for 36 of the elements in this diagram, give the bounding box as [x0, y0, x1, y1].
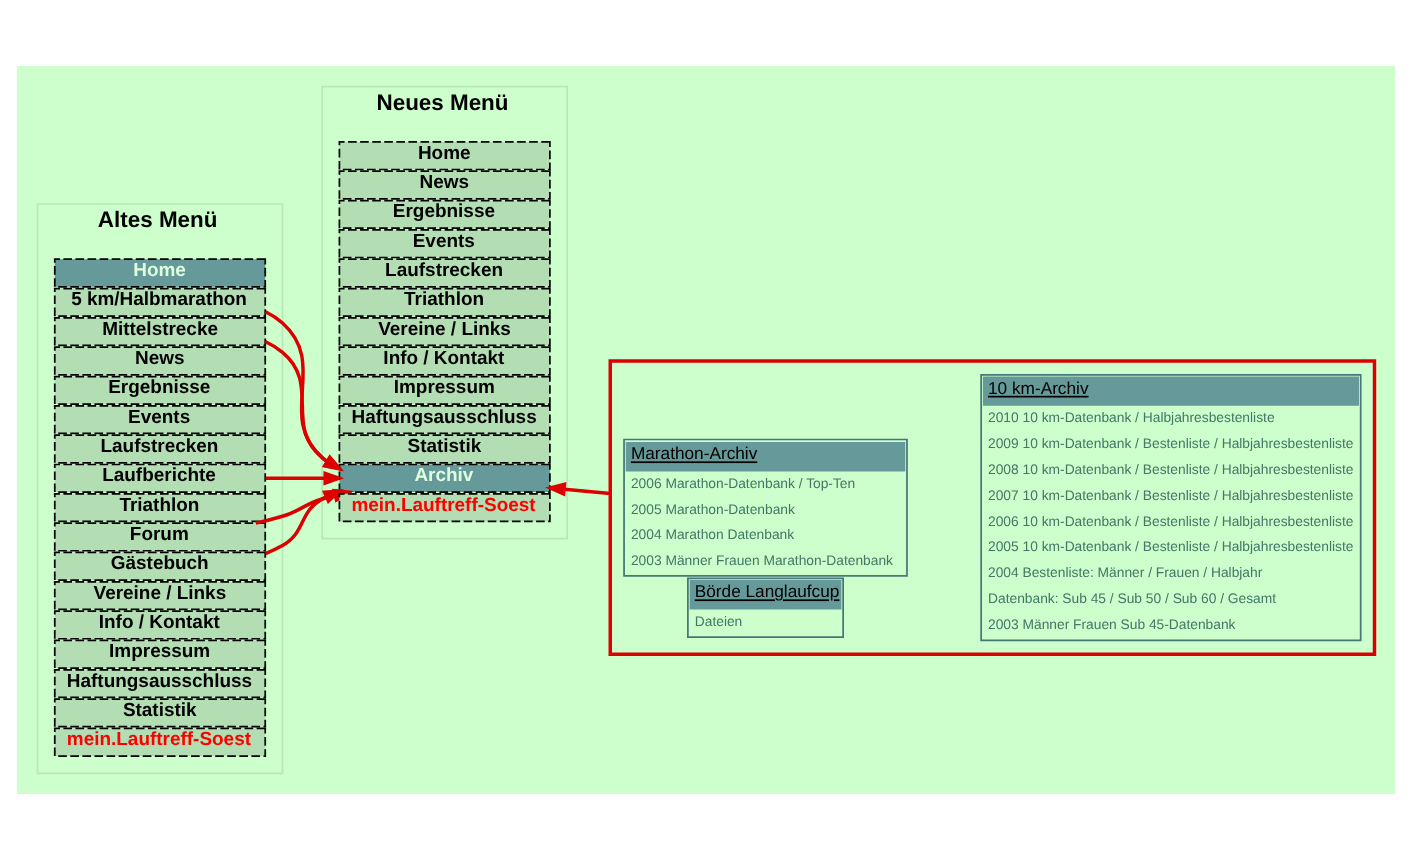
arrow	[265, 471, 345, 486]
arrow	[264, 488, 344, 556]
node-box: Vereine / Links	[53, 580, 267, 611]
node-box: Info / Kontakt	[338, 346, 551, 376]
node-box: Events	[53, 405, 267, 435]
node-box: 5 km/Halbmarathon	[53, 287, 267, 317]
node-box: Gästebuch	[53, 551, 267, 581]
node-box: Ergebnisse	[53, 375, 267, 405]
node-box: Haftungsausschluss	[338, 405, 551, 435]
node-box: Home	[53, 258, 267, 288]
node-box: Archiv	[338, 463, 551, 493]
node-box: Impressum	[53, 639, 267, 669]
cluster	[608, 359, 1377, 656]
node-box: Info / Kontakt	[53, 610, 267, 640]
node-box: News	[338, 170, 551, 200]
node-box: Ergebnisse	[338, 199, 551, 230]
node-box: mein.Lauftreff-Soest	[338, 492, 551, 523]
node-box: Laufberichte	[53, 463, 267, 493]
node-box: Laufstrecken	[53, 434, 267, 464]
node-box: Statistik	[53, 698, 267, 728]
node-box: Laufstrecken	[338, 258, 551, 288]
node-box: Home	[338, 141, 551, 171]
node-box: Triathlon	[338, 287, 551, 317]
arrow	[545, 482, 611, 497]
node-box: Events	[338, 229, 551, 259]
arrow	[264, 310, 344, 472]
node-box: Statistik	[338, 434, 551, 464]
node-box: Mittelstrecke	[53, 317, 267, 347]
node-box: News	[53, 346, 267, 376]
node-box: Vereine / Links	[338, 317, 551, 347]
node-box: Triathlon	[53, 492, 267, 523]
node-box: Impressum	[338, 375, 551, 405]
node-box: mein.Lauftreff-Soest	[53, 727, 267, 757]
node-box: Forum	[53, 522, 267, 552]
arrow	[264, 340, 344, 472]
node-box: Haftungsausschluss	[53, 668, 267, 699]
